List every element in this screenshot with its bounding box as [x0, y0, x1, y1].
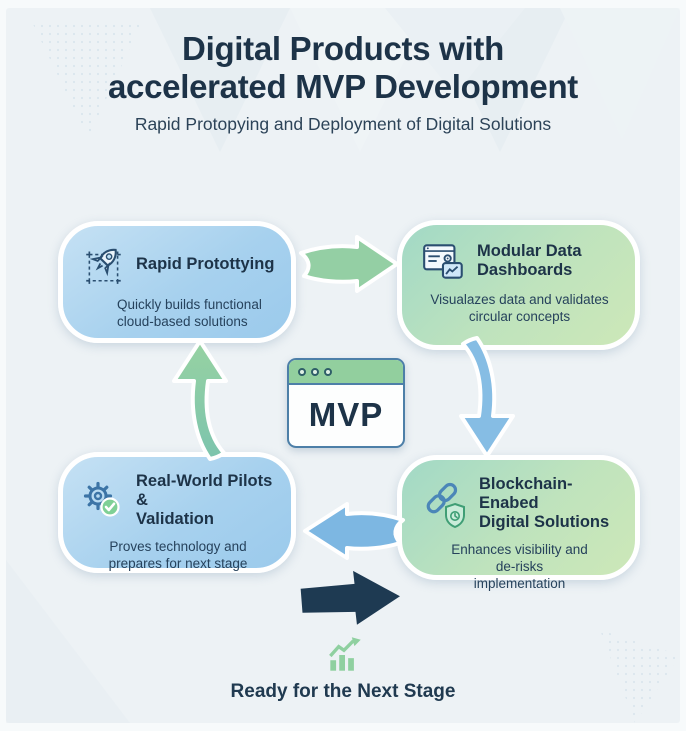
window-dot-icon [311, 367, 319, 376]
mvp-label: MVP [308, 396, 384, 433]
next-stage-arrow-icon [300, 570, 400, 625]
card-description: Visualazes data and validates circular c… [430, 292, 609, 324]
card-title: Real-World Pilots & Validation [136, 472, 273, 528]
rocket-prototype-icon [81, 241, 127, 287]
window-dot-icon [298, 367, 306, 376]
growth-chart-icon [329, 637, 361, 671]
page-subtitle: Rapid Protopying and Deployment of Digit… [134, 114, 552, 134]
page-title: Digital Products with accelerated MVP De… [108, 30, 578, 105]
blockchain-shield-icon [420, 476, 470, 532]
flow-arrow-up-icon [172, 339, 228, 461]
card-title: Modular Data Dashboards [477, 242, 582, 279]
mvp-browser-window: MVP [287, 358, 405, 448]
gear-check-icon [81, 479, 127, 523]
card-title: Blockchain-Enabed Digital Solutions [479, 475, 610, 531]
browser-title-bar [289, 360, 403, 385]
modular-dashboard-icon [420, 240, 468, 282]
card-description: Quickly builds functional cloud-based so… [117, 297, 262, 329]
card-modular-dashboards: Modular Data Dashboards Visualazes data … [397, 220, 640, 350]
card-description: Proves technology and prepares for next … [108, 539, 248, 571]
flow-arrow-down-icon [459, 336, 515, 458]
flow-arrow-right-icon [299, 235, 399, 293]
card-real-world-pilots: Real-World Pilots & Validation Proves te… [58, 452, 296, 573]
card-rapid-prototyping: Rapid Protottying Quickly builds functio… [58, 221, 296, 343]
card-description: Enhances visibility and de-risks impleme… [451, 542, 588, 591]
card-title: Rapid Protottying [136, 254, 275, 273]
card-blockchain-solutions: Blockchain-Enabed Digital Solutions Enha… [397, 455, 640, 591]
window-dot-icon [324, 367, 332, 376]
flow-arrow-left-icon [303, 502, 405, 560]
footer-label: Ready for the Next Stage [230, 681, 456, 702]
